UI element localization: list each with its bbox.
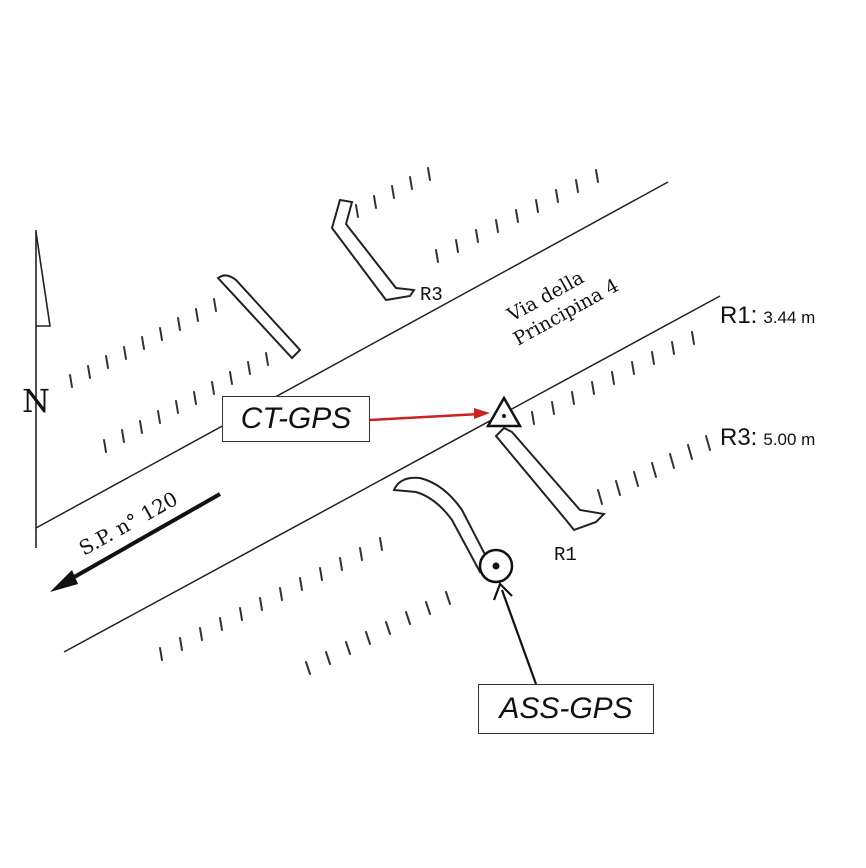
distance-r3-prefix: R3: xyxy=(720,424,758,451)
curb-lower xyxy=(392,476,494,574)
north-label: N xyxy=(22,382,50,420)
road-edge-middle xyxy=(63,295,721,653)
ct-gps-arrow xyxy=(369,408,490,422)
embankment-hatching xyxy=(69,167,711,675)
distance-r3-value: 5.00 m xyxy=(763,430,816,449)
distance-r1-value: 3.44 m xyxy=(763,308,816,327)
north-arrow xyxy=(35,230,51,548)
curb-r1 xyxy=(494,426,607,532)
ct-gps-label: CT-GPS xyxy=(222,396,370,442)
curb-r3 xyxy=(330,198,416,302)
ass-gps-arrow xyxy=(492,582,538,685)
curb-upper-left xyxy=(216,274,302,360)
distance-r3: R3: 5.00 m xyxy=(720,424,815,452)
road-edges xyxy=(35,181,721,653)
ass-gps-label: ASS-GPS xyxy=(478,684,654,734)
curb-outlines xyxy=(216,198,607,574)
ct-gps-marker xyxy=(485,395,523,428)
ref-label-r1: R1 xyxy=(554,544,577,566)
distance-r1: R1: 3.44 m xyxy=(720,302,815,330)
distance-r1-prefix: R1: xyxy=(720,302,758,329)
ref-label-r3: R3 xyxy=(420,284,443,306)
ass-gps-marker xyxy=(478,548,514,584)
road-edge-upper xyxy=(35,181,669,529)
road-direction-arrow xyxy=(50,492,221,592)
